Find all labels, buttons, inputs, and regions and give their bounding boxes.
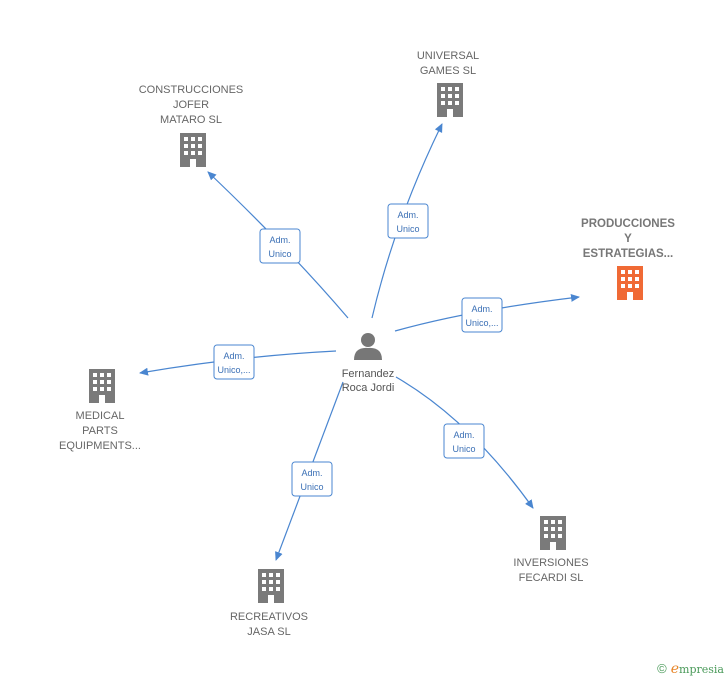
- edge-label-recreativos[interactable]: Adm. Unico: [291, 461, 333, 497]
- edge-label-box: [387, 203, 429, 239]
- company-node-inversiones[interactable]: INVERSIONES FECARDI SL: [513, 516, 589, 584]
- company-label: INVERSIONES: [513, 557, 588, 569]
- company-label: PARTS: [82, 425, 118, 437]
- company-label: PRODUCCIONES: [581, 218, 675, 230]
- person-label: Fernandez: [342, 368, 395, 380]
- brand-initial: e: [670, 661, 680, 677]
- edge-label-text: Adm.: [301, 468, 322, 478]
- company-label: RECREATIVOS: [230, 611, 308, 623]
- building-icon: [437, 83, 463, 117]
- company-label: Y: [624, 233, 632, 245]
- company-node-recreativos[interactable]: RECREATIVOS JASA SL: [230, 569, 308, 638]
- edge-label-text: Unico: [396, 224, 419, 234]
- edge-label-text: Unico: [300, 482, 323, 492]
- edge-label-text: Adm.: [397, 210, 418, 220]
- edge-label-box: [213, 344, 255, 380]
- company-label: ESTRATEGIAS...: [583, 248, 674, 260]
- building-icon: [180, 133, 206, 167]
- brand-name: mpresia: [679, 663, 724, 676]
- edge-label-construcciones[interactable]: Adm. Unico: [259, 228, 301, 264]
- edge-label-text: Adm.: [471, 304, 492, 314]
- edge-label-box: [443, 423, 485, 459]
- edge-label-text: Unico,...: [465, 318, 498, 328]
- company-label: GAMES SL: [420, 65, 476, 77]
- edge-label-medical[interactable]: Adm. Unico,...: [213, 344, 255, 380]
- edge-label-text: Adm.: [269, 235, 290, 245]
- edge-label-box: [259, 228, 301, 264]
- building-icon: [540, 516, 566, 550]
- building-icon: [89, 369, 115, 403]
- company-node-producciones[interactable]: PRODUCCIONES Y ESTRATEGIAS...: [581, 218, 675, 300]
- company-label: FECARDI SL: [519, 572, 584, 584]
- edge-label-text: Unico,...: [217, 365, 250, 375]
- company-node-construcciones[interactable]: CONSTRUCCIONES JOFER MATARO SL: [139, 84, 244, 167]
- company-label: MATARO SL: [160, 114, 222, 126]
- watermark: ©empresia: [657, 661, 724, 677]
- company-label: EQUIPMENTS...: [59, 440, 141, 452]
- company-label: MEDICAL: [76, 410, 125, 422]
- company-label: JASA SL: [247, 626, 290, 638]
- building-icon: [258, 569, 284, 603]
- building-icon: [617, 266, 643, 300]
- company-label: CONSTRUCCIONES: [139, 84, 244, 96]
- edge-label-box: [461, 297, 503, 333]
- company-node-universal[interactable]: UNIVERSAL GAMES SL: [417, 50, 479, 117]
- edge-label-text: Adm.: [453, 430, 474, 440]
- edge-label-text: Adm.: [223, 351, 244, 361]
- edge-label-universal[interactable]: Adm. Unico: [387, 203, 429, 239]
- edge-label-box: [291, 461, 333, 497]
- edge-label-producciones[interactable]: Adm. Unico,...: [461, 297, 503, 333]
- person-icon: [354, 333, 382, 360]
- company-label: JOFER: [173, 99, 209, 111]
- edge-label-text: Unico: [452, 444, 475, 454]
- company-node-medical[interactable]: MEDICAL PARTS EQUIPMENTS...: [59, 369, 141, 452]
- person-label: Roca Jordi: [342, 382, 395, 394]
- company-label: UNIVERSAL: [417, 50, 479, 62]
- edge-label-inversiones[interactable]: Adm. Unico: [443, 423, 485, 459]
- edge-label-text: Unico: [268, 249, 291, 259]
- copyright-symbol: ©: [657, 661, 667, 676]
